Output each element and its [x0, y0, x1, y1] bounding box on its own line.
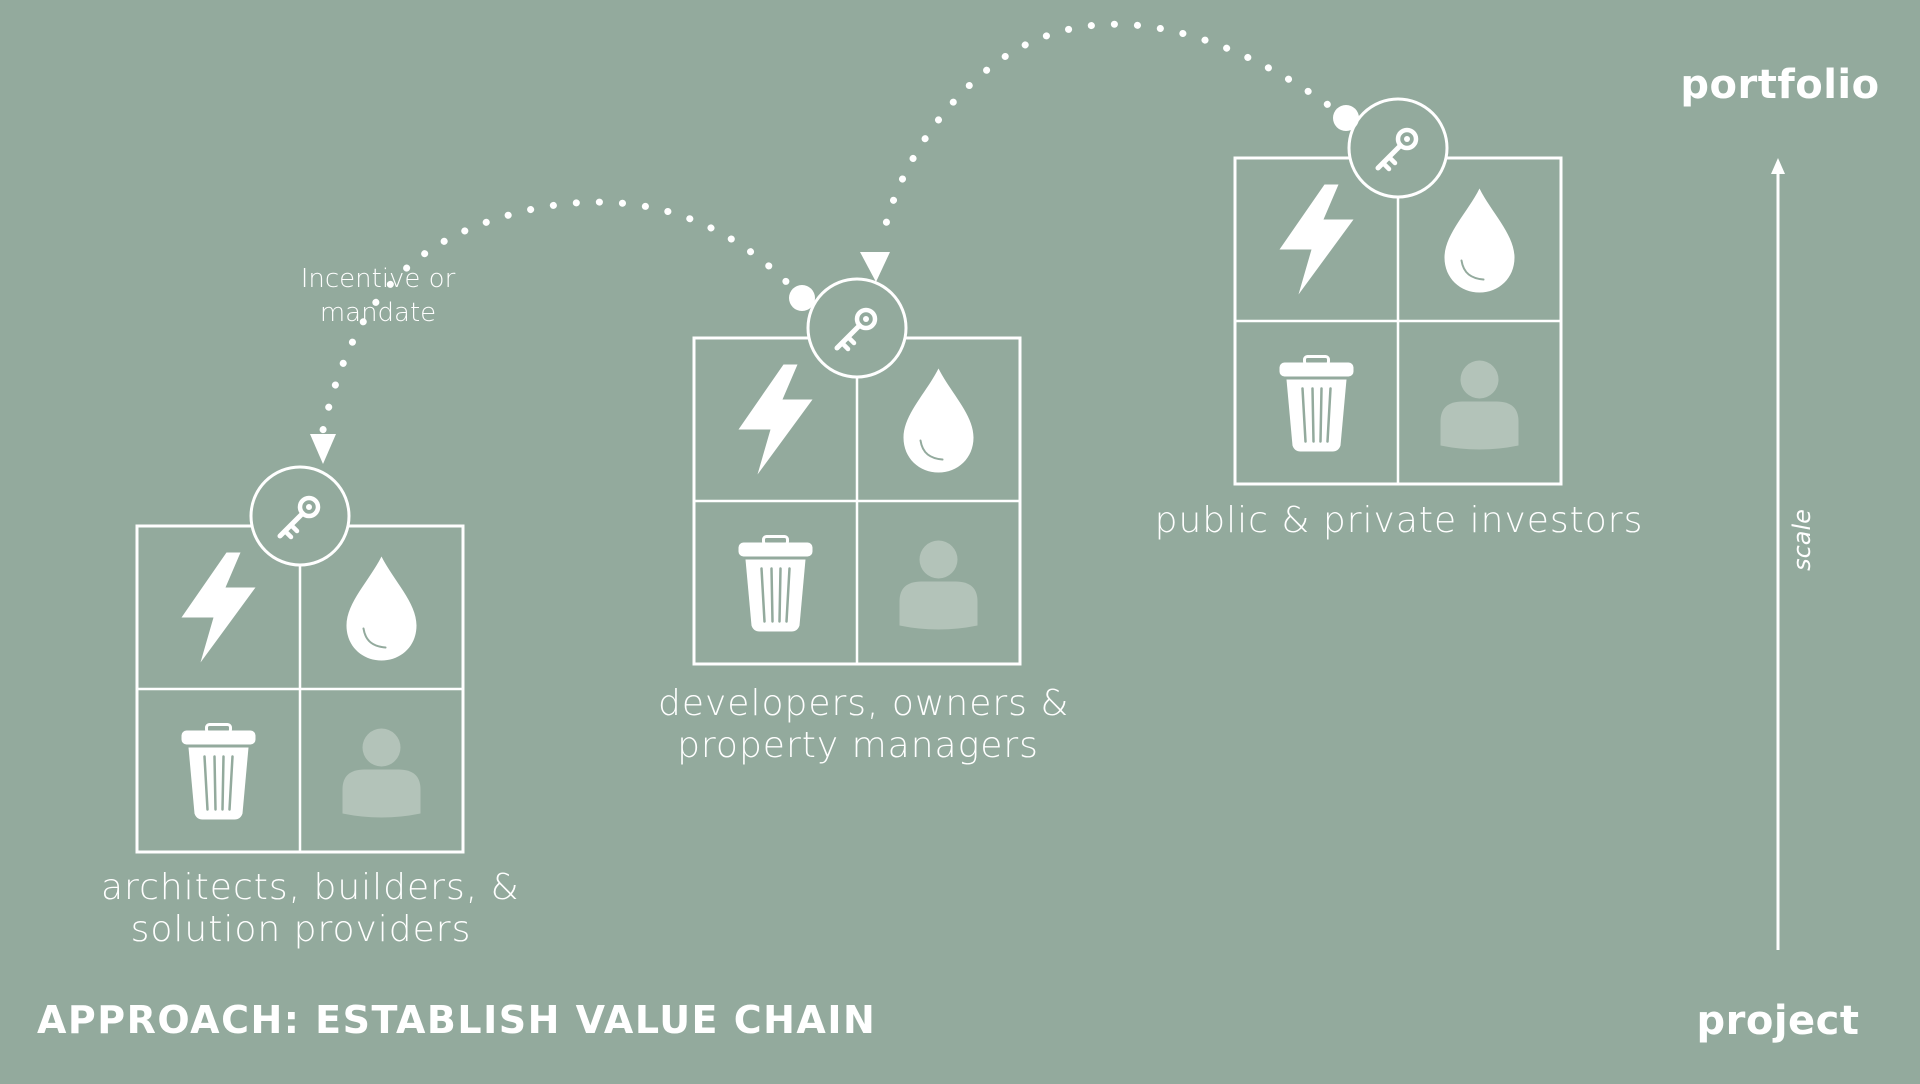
group-label-developers: developers, owners & property managers [658, 683, 1070, 766]
scale-axis [1771, 158, 1785, 950]
trash-can-icon [737, 535, 814, 633]
page-title: APPROACH: ESTABLISH VALUE CHAIN [37, 998, 877, 1042]
connector-paths [310, 20, 1359, 464]
water-drop-icon [902, 367, 975, 474]
connector-arrowhead [310, 434, 336, 464]
trash-can-icon [180, 723, 257, 821]
incentive-mandate-annotation: Incentive or mandate [300, 264, 456, 328]
group-label-investors: public & private investors [1154, 500, 1644, 541]
lightning-icon [738, 364, 813, 475]
water-drop-icon [1443, 187, 1516, 294]
dotted-connector [319, 198, 806, 434]
stakeholder-grids [135, 97, 1563, 854]
stakeholder-grid [1233, 97, 1563, 486]
trash-can-icon [1278, 355, 1355, 453]
person-icon [1440, 360, 1519, 450]
group-label-architects: architects, builders, & solution provide… [101, 867, 520, 950]
person-icon [342, 728, 421, 818]
connector-start-dot [1333, 105, 1359, 131]
axis-top-label: portfolio [1680, 62, 1880, 108]
dotted-connector [878, 20, 1350, 247]
connector-arrowhead [860, 252, 890, 282]
axis-scale-label: scale [1788, 509, 1816, 571]
water-drop-icon [345, 555, 418, 662]
person-icon [899, 540, 978, 630]
lightning-icon [181, 552, 256, 663]
stakeholder-grid [135, 465, 465, 854]
connector-start-dot [789, 285, 815, 311]
stakeholder-grid [692, 277, 1022, 666]
lightning-icon [1279, 184, 1354, 295]
axis-arrowhead [1771, 158, 1785, 174]
axis-bottom-label: project [1696, 998, 1860, 1044]
